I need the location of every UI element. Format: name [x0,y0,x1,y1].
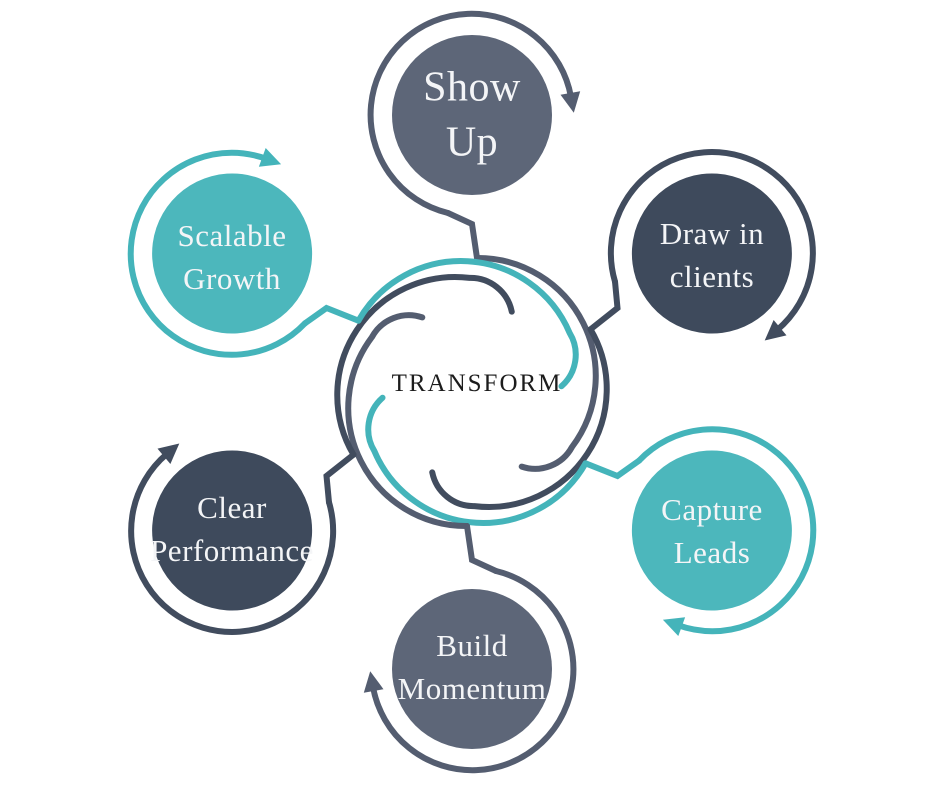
node-circle [152,450,313,611]
node-label-show-up: Show Up [384,60,560,169]
node-label-line: Clear [197,490,267,526]
connector-zigzag [587,278,621,333]
connector-zigzag [582,457,643,480]
node-label-line: Up [445,119,499,165]
arrowhead-icon [363,671,384,693]
node-label-capture-leads: Capture Leads [624,489,800,575]
swirl-arm [474,254,599,472]
connector-zigzag [464,523,499,574]
node-label-line: clients [669,259,755,294]
node-label-line: Capture [661,492,763,528]
swirl-arm [365,394,589,526]
node-label-line: Growth [183,261,281,296]
arrowhead-icon [560,91,581,113]
node-motif-clear-performance [128,274,515,635]
node-circle [152,173,313,334]
node-circle [392,589,552,749]
node-circle [392,35,552,195]
node-label-line: Show [423,64,521,111]
node-label-line: Performance [150,533,314,568]
cycle-ring-arc [607,149,816,334]
node-label-draw-in-clients: Draw in clients [624,213,800,299]
node-motif-capture-leads [365,394,817,637]
node-motif-draw-in-clients [429,149,816,510]
swirl-arm [345,312,470,530]
arrowhead-icon [662,617,686,637]
node-motif-show-up [367,10,599,472]
node-motif-build-momentum [345,312,577,774]
arrowhead-icon [764,320,787,341]
cycle-ring-arc [370,568,577,774]
swirl-arm [429,326,610,510]
node-label-build-momentum: Build Momentum [384,625,560,711]
node-label-scalable-growth: Scalable Growth [144,215,320,301]
node-label-line: Scalable [177,218,287,254]
node-label-line: Leads [673,535,751,570]
node-label-line: Momentum [397,671,547,706]
cycle-ring-arc [127,149,308,358]
cycle-ring-arc [367,10,574,216]
connector-zigzag [445,210,480,261]
arrowhead-icon [157,443,180,464]
swirl-arm [355,258,579,390]
node-motif-scalable-growth [127,147,579,390]
connector-zigzag [323,451,357,506]
center-title: TRANSFORM [391,370,563,397]
node-circle [631,173,792,334]
node-label-line: Build [436,628,508,664]
node-label-clear-performance: Clear Performance [144,487,320,573]
node-circle [631,450,792,611]
swirl-arm [334,274,515,458]
connector-zigzag [301,304,362,327]
arrowhead-icon [258,147,282,167]
cycle-ring-arc [636,426,817,635]
node-label-line: Draw in [659,216,765,252]
cycle-ring-arc [128,450,337,635]
